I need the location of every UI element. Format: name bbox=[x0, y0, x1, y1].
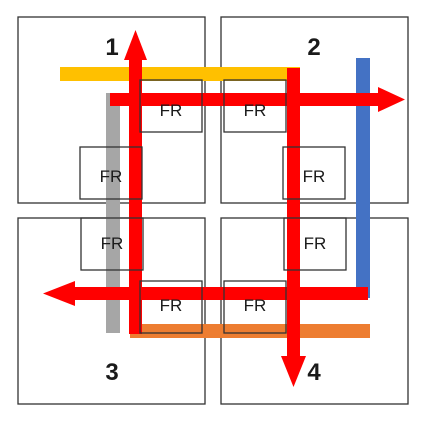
gray-bar bbox=[106, 93, 120, 333]
blue-bar bbox=[356, 58, 370, 298]
quadrant-3-label: 3 bbox=[105, 359, 118, 386]
fr-box-label: FR bbox=[101, 234, 124, 253]
quadrant-2-box bbox=[220, 16, 409, 204]
fr-box-label: FR bbox=[100, 167, 123, 186]
orange-bar bbox=[130, 324, 370, 338]
fr-box-4: FR bbox=[282, 146, 346, 200]
red-route-top-horizontal bbox=[110, 93, 382, 106]
quadrant-2-label: 2 bbox=[307, 34, 320, 61]
fr-box-6: FR bbox=[283, 217, 347, 271]
quadrant-1-label: 1 bbox=[105, 34, 118, 61]
fr-box-label: FR bbox=[244, 101, 267, 120]
red-route-left-vertical bbox=[129, 58, 142, 334]
red-arrowhead-down bbox=[281, 356, 306, 387]
red-arrowhead-left bbox=[43, 281, 75, 306]
fr-box-label: FR bbox=[303, 167, 326, 186]
fr-box-label: FR bbox=[304, 234, 327, 253]
fr-box-2: FR bbox=[223, 79, 287, 133]
red-route-bottom-horizontal bbox=[72, 287, 368, 300]
fr-box-1: FR bbox=[139, 79, 203, 133]
fr-box-3: FR bbox=[79, 146, 143, 200]
red-arrowhead-right bbox=[378, 87, 405, 112]
fr-box-8: FR bbox=[223, 280, 287, 334]
fr-box-label: FR bbox=[160, 296, 183, 315]
fr-box-label: FR bbox=[160, 101, 183, 120]
yellow-bar bbox=[60, 67, 300, 81]
red-arrowhead-up bbox=[124, 30, 147, 60]
fr-box-5: FR bbox=[80, 217, 144, 271]
red-route-right-vertical bbox=[287, 68, 300, 358]
fr-box-label: FR bbox=[244, 296, 267, 315]
quadrant-4-label: 4 bbox=[307, 359, 321, 386]
fr-box-7: FR bbox=[139, 280, 203, 334]
